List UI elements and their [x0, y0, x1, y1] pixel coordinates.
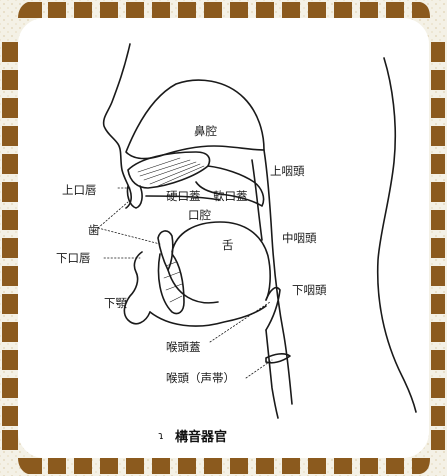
- neck-outline: [378, 58, 416, 412]
- label-mandible: 下顎: [104, 298, 127, 310]
- label-nasal-cavity: 鼻腔: [194, 126, 217, 138]
- label-lower-lip: 下口唇: [56, 253, 91, 265]
- caption-mark: ɿ: [158, 429, 164, 442]
- label-larynx: 喉頭（声帯）: [166, 373, 235, 385]
- leader-ha-upper: [98, 202, 128, 228]
- leader-ha-lower: [98, 228, 160, 244]
- label-oropharynx: 中咽頭: [282, 233, 317, 245]
- tongue: [172, 222, 270, 300]
- face-profile-lower: [124, 252, 150, 324]
- figure-caption: 構音器官: [175, 426, 227, 445]
- label-epiglottis: 喉頭蓋: [166, 342, 201, 354]
- leader-koutougai: [210, 302, 270, 342]
- label-oral-cavity: 口腔: [188, 210, 211, 222]
- label-nasopharynx: 上咽頭: [270, 166, 305, 178]
- face-profile-upper: [104, 44, 132, 208]
- label-hard-palate: 硬口蓋: [166, 191, 201, 203]
- label-tongue: 舌: [222, 240, 234, 252]
- label-hypopharynx: 下咽頭: [292, 285, 327, 297]
- label-soft-palate: 軟口蓋: [213, 191, 248, 203]
- pharynx-wall: [264, 150, 292, 404]
- label-teeth: 歯: [88, 225, 100, 237]
- nasal-cavity: [126, 80, 264, 159]
- label-upper-lip: 上口唇: [62, 185, 97, 197]
- larynx-front: [266, 330, 278, 418]
- pharynx-front: [252, 160, 262, 240]
